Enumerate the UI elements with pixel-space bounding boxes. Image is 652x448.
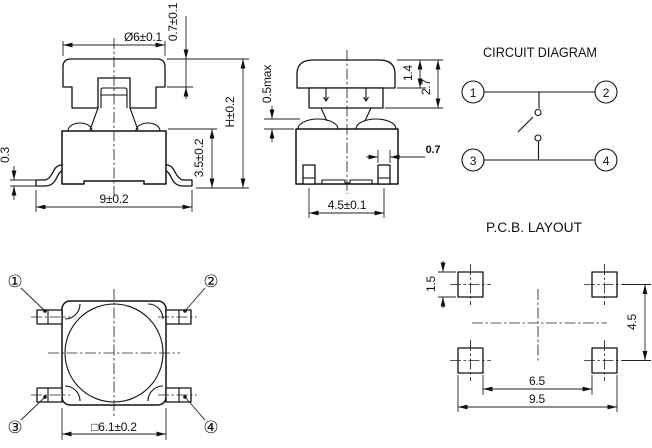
- side-terminal-right: [377, 164, 391, 185]
- plunger: [100, 87, 128, 108]
- side-terminal-left: [302, 164, 316, 185]
- terminal-2-label: 2: [603, 86, 610, 100]
- dim-lead-span: 9±0.2: [35, 190, 193, 212]
- terminal-2-callout: ②: [203, 272, 218, 291]
- side-view: 0.5max 1.4 2.7 0.7 4.5±0.1: [260, 50, 443, 218]
- lead-right: [165, 164, 193, 187]
- terminal-3-callout: ③: [7, 418, 22, 437]
- lead-left: [35, 164, 63, 187]
- dim-pad-size: 1.5: [424, 261, 456, 308]
- dim-pad-size-text: 1.5: [424, 275, 438, 292]
- dim-cap-flange-height: 0.7±0.1: [166, 2, 249, 99]
- dim-cap-flange-height-text: 0.7±0.1: [166, 2, 180, 41]
- side-body-recess: [321, 179, 373, 184]
- terminal-1-callout: ①: [7, 272, 22, 291]
- pcb-layout-title: P.C.B. LAYOUT: [486, 220, 582, 235]
- dim-terminal-width: 0.7: [366, 144, 441, 163]
- terminal-callouts: ① ② ③ ④: [7, 272, 218, 437]
- dim-terminal-width-text: 0.7: [426, 144, 441, 156]
- side-stem-left: [320, 107, 328, 122]
- dim-body-height: 3.5±0.2: [168, 128, 217, 188]
- dim-standoff-text: 0.5max: [260, 65, 274, 103]
- dim-lead-span-text: 9±0.2: [100, 192, 129, 206]
- switch-body: [61, 130, 167, 185]
- side-skirt-hooks: [323, 88, 369, 103]
- dim-body-height-text: 3.5±0.2: [192, 138, 206, 177]
- side-stem-right: [364, 107, 372, 122]
- dim-cap-top-height: 1.4: [397, 59, 443, 89]
- dome-left: [67, 122, 93, 132]
- side-cap-skirt: [308, 87, 384, 109]
- dim-outer-span: 9.5: [457, 375, 618, 412]
- terminal-3-label: 3: [470, 154, 477, 168]
- dim-lead-thickness: 0.3: [0, 146, 36, 200]
- dim-inner-span: 6.5: [482, 374, 593, 395]
- dim-terminal-pitch-text: 4.5±0.1: [328, 198, 367, 212]
- switch-lever: [517, 116, 534, 133]
- dim-row-pitch-text: 4.5: [625, 313, 639, 330]
- circuit-diagram-title: CIRCUIT DIAGRAM: [483, 45, 597, 60]
- stem-right: [129, 107, 139, 131]
- terminal-4-callout: ④: [203, 418, 218, 437]
- side-dome-right: [355, 118, 397, 130]
- dim-standoff: 0.5max: [260, 65, 300, 142]
- dim-cap-height-text: 2.7: [419, 78, 433, 95]
- dim-body-size-text: □6.1±0.2: [91, 420, 137, 434]
- dim-terminal-pitch: 4.5±0.1: [308, 188, 385, 218]
- circuit-diagram: CIRCUIT DIAGRAM 1 2 3 4: [461, 45, 618, 172]
- dome-right: [135, 122, 161, 132]
- pcb-pads: [450, 264, 625, 381]
- front-view: Ø6±0.1 0.7±0.1 H±0.2 3.5±0.2: [0, 2, 249, 212]
- dim-lead-thickness-text: 0.3: [0, 146, 12, 163]
- dim-cap-diameter-text: Ø6±0.1: [124, 30, 163, 44]
- pcb-layout: P.C.B. LAYOUT 1.5 4.5: [424, 220, 651, 412]
- top-view: ① ② ③ ④ □6.1±0.2: [7, 272, 219, 440]
- side-cap: [296, 59, 396, 89]
- dim-inner-span-text: 6.5: [529, 374, 546, 388]
- knob-cap: [62, 58, 166, 109]
- dim-cap-height: 2.7: [385, 60, 443, 109]
- dim-body-size: □6.1±0.2: [61, 408, 167, 440]
- dim-cap-top-height-text: 1.4: [401, 64, 415, 81]
- stem-left: [89, 107, 99, 131]
- side-dome-left: [297, 118, 339, 130]
- terminal-4-label: 4: [603, 154, 610, 168]
- dim-total-height-text: H±0.2: [223, 96, 237, 127]
- dim-total-height: H±0.2: [196, 59, 249, 189]
- dim-cap-diameter: Ø6±0.1: [62, 30, 166, 56]
- dim-outer-span-text: 9.5: [529, 392, 546, 406]
- dim-row-pitch: 4.5: [622, 284, 651, 361]
- terminal-1-label: 1: [470, 86, 477, 100]
- switch-symbol: [517, 92, 542, 160]
